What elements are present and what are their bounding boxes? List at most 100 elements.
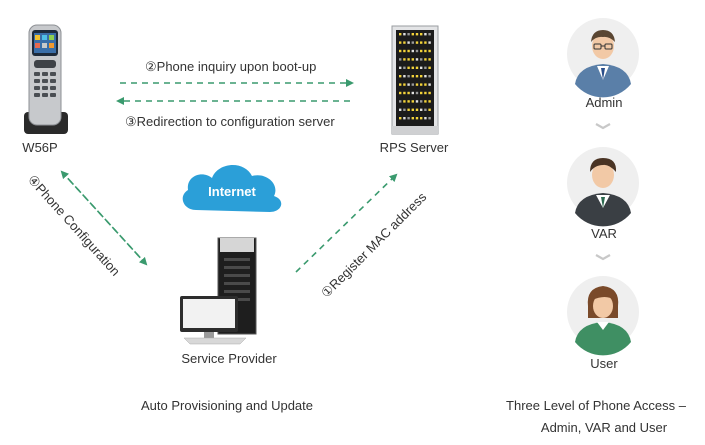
rack-led bbox=[411, 83, 414, 86]
caption-right-line1: Three Level of Phone Access – bbox=[506, 398, 686, 413]
rack-led bbox=[415, 91, 419, 95]
caption-right-line2: Admin, VAR and User bbox=[540, 420, 668, 435]
rack-led bbox=[411, 33, 414, 36]
rack-led bbox=[411, 91, 414, 95]
service-provider-label: Service Provider bbox=[181, 351, 277, 366]
rack-led bbox=[399, 66, 402, 69]
rack-led bbox=[407, 83, 410, 86]
rack-led bbox=[428, 41, 431, 44]
rack-led bbox=[403, 58, 406, 61]
rack-led bbox=[403, 49, 406, 53]
rack-led bbox=[415, 33, 419, 36]
rack-led bbox=[424, 49, 427, 53]
rack-led bbox=[399, 75, 402, 78]
rack-led bbox=[420, 75, 423, 78]
chevron-icon bbox=[595, 123, 611, 130]
avatar-admin bbox=[567, 18, 639, 98]
rack-led bbox=[411, 66, 414, 69]
rps-server-icon bbox=[391, 25, 439, 135]
role-label-var: VAR bbox=[591, 226, 617, 241]
rack-led bbox=[420, 83, 423, 86]
rack-led bbox=[424, 91, 427, 95]
rack-led bbox=[424, 75, 427, 78]
rack-led bbox=[399, 58, 402, 61]
rack-led bbox=[428, 91, 431, 95]
rack-led bbox=[424, 58, 427, 61]
step-arrows bbox=[60, 79, 398, 273]
rack-led bbox=[424, 108, 427, 111]
rack-led bbox=[415, 75, 419, 78]
rack-led bbox=[420, 33, 423, 36]
arrow-step4-up bbox=[60, 170, 147, 265]
rack-led bbox=[403, 75, 406, 78]
rack-led bbox=[424, 41, 427, 44]
rack-led bbox=[428, 83, 431, 86]
rps-server-label: RPS Server bbox=[379, 140, 449, 155]
role-label-user: User bbox=[590, 356, 618, 371]
rack-led bbox=[399, 117, 402, 120]
chevron-icon bbox=[595, 254, 611, 261]
rack-led bbox=[411, 117, 414, 120]
internet-label: Internet bbox=[208, 184, 256, 199]
rack-led bbox=[403, 100, 406, 103]
rack-led bbox=[403, 33, 406, 36]
rack-led bbox=[403, 108, 406, 111]
rack-led bbox=[403, 83, 406, 86]
avatar-var bbox=[567, 147, 639, 227]
internet-cloud-icon bbox=[182, 164, 282, 212]
avatar-user bbox=[567, 276, 639, 356]
rack-led bbox=[411, 75, 414, 78]
role-label-admin: Admin bbox=[585, 95, 623, 110]
rack-led bbox=[407, 33, 410, 36]
rack-led bbox=[415, 100, 419, 103]
rack-led bbox=[415, 83, 419, 86]
rack-led bbox=[411, 58, 414, 61]
rack-led bbox=[407, 49, 410, 53]
rack-led bbox=[407, 117, 410, 120]
rack-led bbox=[424, 117, 427, 120]
rack-led bbox=[411, 108, 414, 111]
rack-led bbox=[399, 108, 402, 111]
rack-led bbox=[399, 100, 402, 103]
rack-led bbox=[407, 75, 410, 78]
rack-led bbox=[399, 91, 402, 95]
rack-led bbox=[424, 100, 427, 103]
rack-led bbox=[428, 117, 431, 120]
rack-led bbox=[428, 33, 431, 36]
caption-left: Auto Provisioning and Update bbox=[141, 398, 314, 413]
rack-led bbox=[415, 41, 419, 44]
rack-led bbox=[415, 66, 419, 69]
rack-led bbox=[420, 58, 423, 61]
rack-led bbox=[399, 41, 402, 44]
rack-led bbox=[399, 83, 402, 86]
phone-label: W56P bbox=[22, 140, 58, 155]
arrow-step1 bbox=[295, 173, 398, 273]
rack-led bbox=[428, 58, 431, 61]
phone-icon bbox=[24, 24, 68, 134]
rack-led bbox=[424, 83, 427, 86]
rack-led bbox=[411, 41, 414, 44]
service-provider-monitor-icon bbox=[180, 296, 247, 345]
rack-led bbox=[407, 41, 410, 44]
rack-led bbox=[415, 49, 419, 53]
rack-led bbox=[420, 66, 423, 69]
rack-led bbox=[428, 66, 431, 69]
rack-led bbox=[407, 58, 410, 61]
arrow-step4-down bbox=[61, 171, 148, 266]
rack-led bbox=[424, 33, 427, 36]
rack-led bbox=[411, 49, 414, 53]
rack-led bbox=[403, 66, 406, 69]
rack-led bbox=[424, 66, 427, 69]
rack-led bbox=[407, 100, 410, 103]
rack-led bbox=[420, 91, 423, 95]
rack-led bbox=[428, 100, 431, 103]
rack-led bbox=[399, 49, 402, 53]
rack-led bbox=[407, 66, 410, 69]
rack-led bbox=[420, 41, 423, 44]
step3-label: ③Redirection to configuration server bbox=[125, 114, 335, 129]
rack-led bbox=[420, 117, 423, 120]
rack-led bbox=[415, 58, 419, 61]
rack-led bbox=[428, 108, 431, 111]
